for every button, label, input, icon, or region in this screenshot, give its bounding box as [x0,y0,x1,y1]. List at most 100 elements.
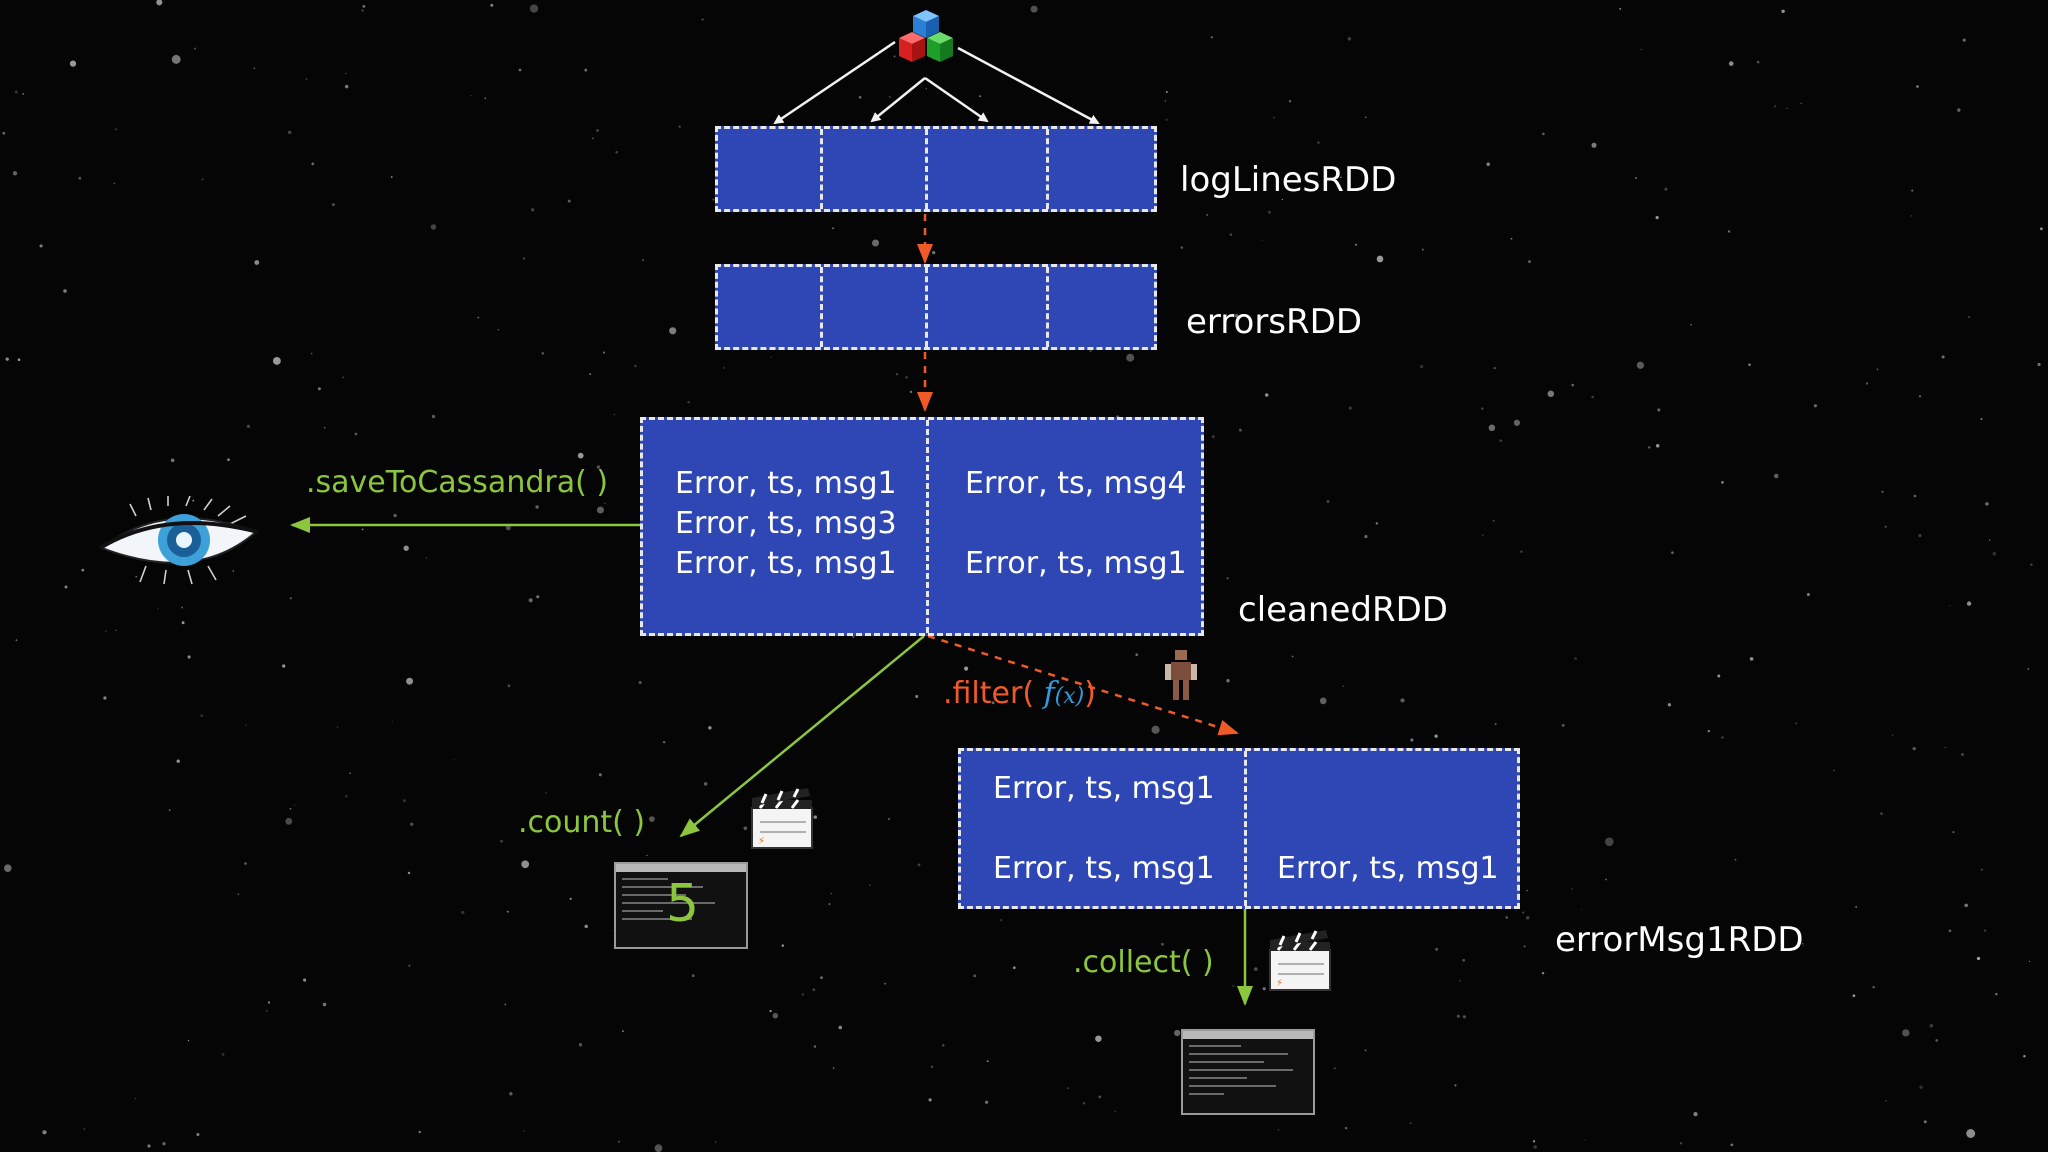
star [598,773,602,777]
star [984,1100,989,1104]
star [303,978,307,982]
star [662,740,666,744]
star [1756,60,1760,64]
star [63,289,67,293]
star [113,182,116,185]
svg-text:⚡: ⚡ [758,836,765,847]
log-lines-rdd-label: logLinesRDD [1180,160,1397,200]
star [1126,353,1135,362]
star [1657,408,1661,412]
star [1989,539,1991,541]
star [83,1128,86,1130]
star [669,327,677,335]
star [1655,216,1659,220]
star [1541,972,1545,975]
star [1803,945,1805,947]
star [245,724,247,726]
star [1885,1100,1887,1102]
star [176,759,180,763]
star [634,364,637,368]
star [649,816,655,822]
star [991,701,995,705]
star [310,352,313,355]
terminal-titlebar [616,864,746,872]
star [354,432,358,436]
star [2023,1054,2026,1058]
star [1749,657,1754,661]
star [1730,1143,1734,1147]
star [285,817,293,825]
star [928,1098,932,1102]
star [1482,534,1484,536]
star [584,68,588,72]
star [1234,314,1239,318]
filter-prefix: .filter( [943,676,1044,711]
star [1505,916,1508,919]
star [772,1012,779,1019]
star [1410,738,1414,742]
star [1679,1142,1683,1145]
star [1264,393,1269,397]
star [1832,769,1836,772]
star [1902,1029,1910,1037]
star [1409,1122,1412,1124]
star [1030,5,1038,13]
star [78,176,82,180]
star [567,199,571,203]
record: Error, ts, msg1 [965,546,1187,581]
film-clapper-icon: ⚡ [1269,930,1331,991]
star [2027,668,2030,670]
star [1980,418,1983,420]
star [1964,903,1968,908]
star [1355,243,1358,246]
star [103,696,107,700]
star [430,224,437,230]
star [701,18,704,21]
star [541,352,545,355]
star [1734,858,1737,861]
star [265,1009,268,1012]
star [1533,1145,1537,1149]
star [200,714,203,717]
star [237,893,239,895]
star [925,87,927,90]
star [1161,942,1164,946]
star [114,128,117,131]
star [500,839,503,843]
star [246,424,251,429]
star [287,130,292,135]
error-msg1-rdd-label: errorMsg1RDD [1555,920,1804,960]
partition-divider [925,129,928,209]
star [1206,213,1209,216]
star [1435,947,1439,951]
star [390,176,393,178]
star [14,90,18,94]
star [820,976,823,980]
star [578,1042,583,1047]
star [1995,993,1998,996]
partition-divider [925,267,928,347]
star [431,414,436,419]
star [147,1144,151,1148]
star [361,528,364,531]
star [1347,37,1352,41]
star [1891,734,1894,737]
star [157,608,159,610]
terminal-output-lines [1189,1045,1305,1101]
star [1667,703,1672,707]
transform-arrows [917,214,1239,736]
star [2028,960,2031,963]
cassandra-eye-icon [98,496,259,585]
star [272,356,281,365]
star [884,982,886,985]
star [1089,349,1092,353]
filter-op: .filter( f(x)) [943,676,1096,711]
star [1984,929,1987,932]
star [545,791,547,794]
star [830,892,833,895]
star [613,413,616,416]
star [12,171,18,176]
star [1721,481,1724,484]
record: Error, ts, msg1 [993,851,1215,886]
star [871,239,880,247]
